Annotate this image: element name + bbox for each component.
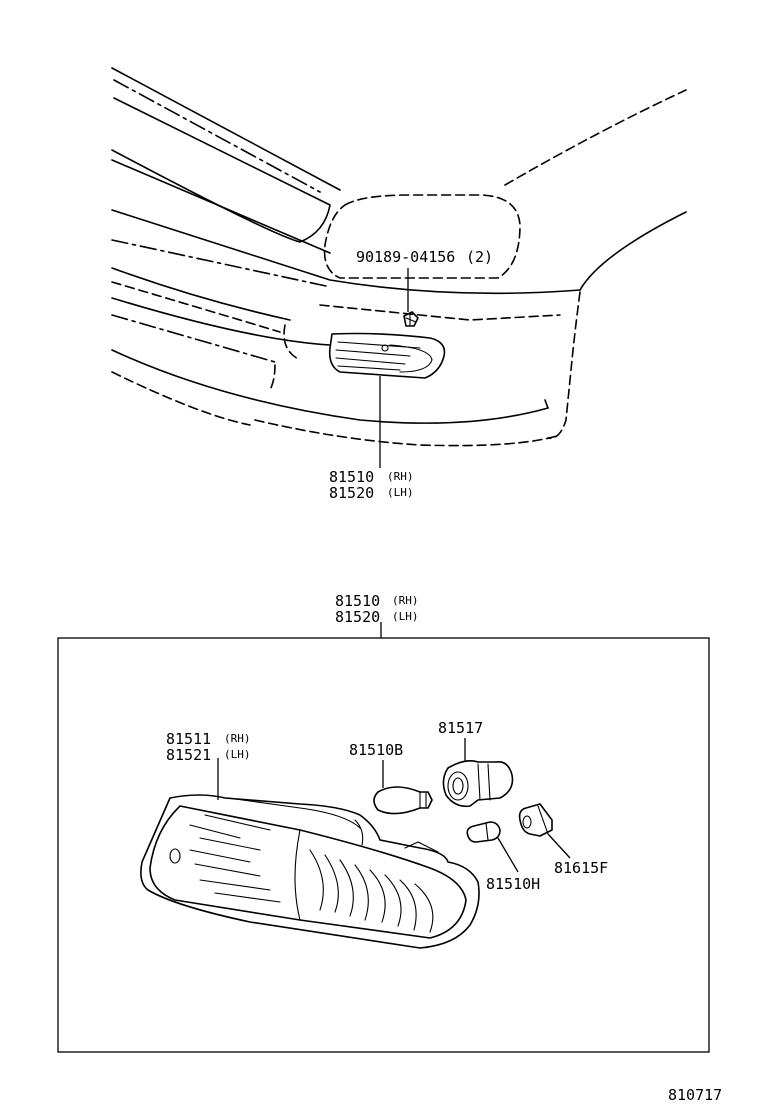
lens-lh-number: 81521 (166, 746, 211, 764)
lamp-assy-top-lh-label: (LH) (387, 486, 414, 499)
lens-lh-label: (LH) (224, 748, 251, 761)
lamp-assy-top-rh-label: (RH) (387, 470, 414, 483)
side-marker-lamp-installed (328, 332, 446, 379)
callout-lamp-assy-box: 81510 (RH) 81520 (LH) (335, 592, 419, 626)
exploded-view (57, 622, 710, 1053)
screw-qty: (2) (466, 248, 493, 266)
screw-part-number: 90189-04156 (356, 248, 455, 266)
bulb-main-part-number: 81510B (349, 741, 403, 759)
callout-screw: 90189-04156 (2) (356, 248, 493, 266)
figure-id: 810717 (668, 1086, 722, 1104)
vehicle-front-view (111, 67, 687, 468)
lens-rh-number: 81511 (166, 730, 211, 748)
callout-lens: 81511 (RH) 81521 (LH) (166, 730, 251, 764)
lamp-assy-box-lh-number: 81520 (335, 608, 380, 626)
lamp-assy-top-rh-number: 81510 (329, 468, 374, 486)
callout-lamp-assy-top: 81510 (RH) 81520 (LH) (329, 468, 414, 502)
socket-part-number: 81517 (438, 719, 483, 737)
lamp-assy-box-lh-label: (LH) (392, 610, 419, 623)
lamp-lens-drawing (140, 794, 480, 949)
socket-icon (442, 760, 514, 808)
lens-rh-label: (RH) (224, 732, 251, 745)
socket-small-part-number: 81615F (554, 859, 608, 877)
bulb-small-icon (466, 821, 501, 843)
lamp-assy-box-rh-label: (RH) (392, 594, 419, 607)
bulb-small-part-number: 81510H (486, 875, 540, 893)
lamp-assy-box-rh-number: 81510 (335, 592, 380, 610)
bulb-main-icon (373, 786, 433, 815)
lamp-assy-top-lh-number: 81520 (329, 484, 374, 502)
screw-icon (403, 311, 419, 327)
exploded-view-frame (57, 637, 710, 1053)
socket-small-icon (518, 803, 553, 837)
